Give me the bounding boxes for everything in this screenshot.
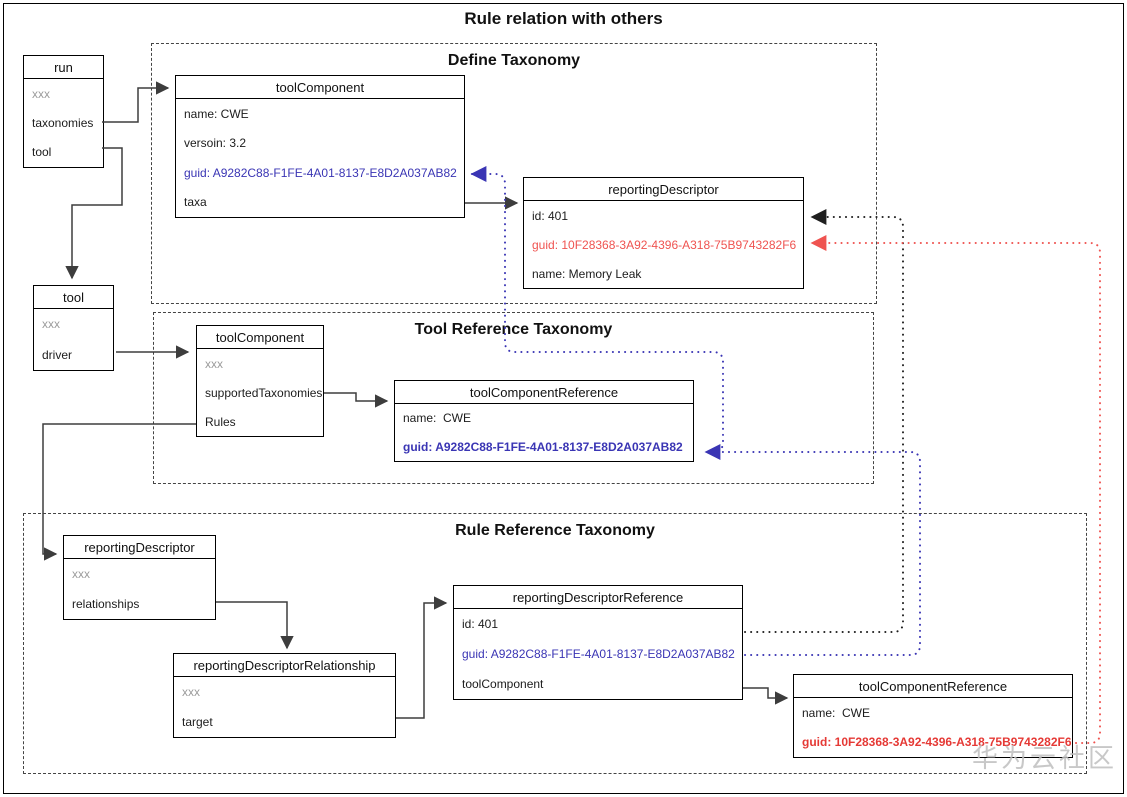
field-rdr-xxx: xxx [182,685,200,699]
field-tc2-xxx: xxx [205,356,223,371]
field-tc1-guid: guid: A9282C88-F1FE-4A01-8137-E8D2A037AB… [184,165,457,180]
box-run: run xxx taxonomies tool [23,55,104,168]
box-tool: tool xxx driver [33,285,114,371]
field-rd2-xxx: xxx [72,567,90,581]
section-rule-reference-taxonomy-title: Rule Reference Taxonomy [455,522,655,539]
box-toolcomponentreference-toolref: toolComponentReference name: CWE guid: A… [394,380,694,462]
field-tcr1-guid: guid: A9282C88-F1FE-4A01-8137-E8D2A037AB… [403,439,683,454]
field-rdref-toolcomponent: toolComponent [462,677,544,691]
field-run-taxonomies: taxonomies [32,115,94,130]
box-reportingdescriptor-define-title: reportingDescriptor [524,178,803,201]
box-reportingdescriptor-ruleref-title: reportingDescriptor [64,536,215,559]
field-tc1-name: name: CWE [184,106,249,121]
field-rd1-guid: guid: 10F28368-3A92-4396-A318-75B9743282… [532,237,797,252]
box-toolcomponent-toolref: toolComponent xxx supportedTaxonomies Ru… [196,325,324,437]
box-toolcomponentreference-ruleref-title: toolComponentReference [794,675,1072,698]
field-tc1-taxa: taxa [184,195,207,210]
field-tool-driver: driver [42,347,73,362]
field-tc1-version: versoin: 3.2 [184,136,247,151]
box-reportingdescriptorreference: reportingDescriptorReference id: 401 gui… [453,585,743,700]
field-rdref-id: id: 401 [462,617,499,631]
box-reportingdescriptorreference-title: reportingDescriptorReference [454,586,742,609]
field-tool-xxx: xxx [42,317,60,332]
box-reportingdescriptor-define: reportingDescriptor id: 401 guid: 10F283… [523,177,804,289]
field-rd2-relationships: relationships [72,597,140,611]
box-toolcomponent-define-title: toolComponent [176,76,464,99]
field-tc2-rules: Rules [205,414,236,429]
field-tcr2-name: name: CWE [802,705,871,720]
field-tcr1-name: name: CWE [403,411,472,426]
box-toolcomponent-define: toolComponent name: CWE versoin: 3.2 gui… [175,75,465,218]
watermark-text: 华为云社区 [972,743,1118,773]
box-toolcomponent-toolref-title: toolComponent [197,326,323,349]
box-reportingdescriptorrelationship: reportingDescriptorRelationship xxx targ… [173,653,396,738]
box-tool-title: tool [34,286,113,309]
box-toolcomponentreference-toolref-title: toolComponentReference [395,381,693,404]
box-reportingdescriptorrelationship-title: reportingDescriptorRelationship [174,654,395,677]
field-rd1-id: id: 401 [532,208,569,223]
section-define-taxonomy-title: Define Taxonomy [447,52,581,69]
field-rdref-guid: guid: A9282C88-F1FE-4A01-8137-E8D2A037AB… [462,647,735,661]
box-run-title: run [24,56,103,79]
diagram-title: Rule relation with others [464,9,663,28]
field-run-tool: tool [32,145,52,160]
field-rdr-target: target [182,715,213,729]
field-rd1-name: name: Memory Leak [532,266,642,281]
field-tc2-supportedtaxonomies: supportedTaxonomies [205,385,323,400]
box-reportingdescriptor-ruleref: reportingDescriptor xxx relationships [63,535,216,620]
field-run-xxx: xxx [32,86,50,101]
outer-border [3,3,1124,794]
